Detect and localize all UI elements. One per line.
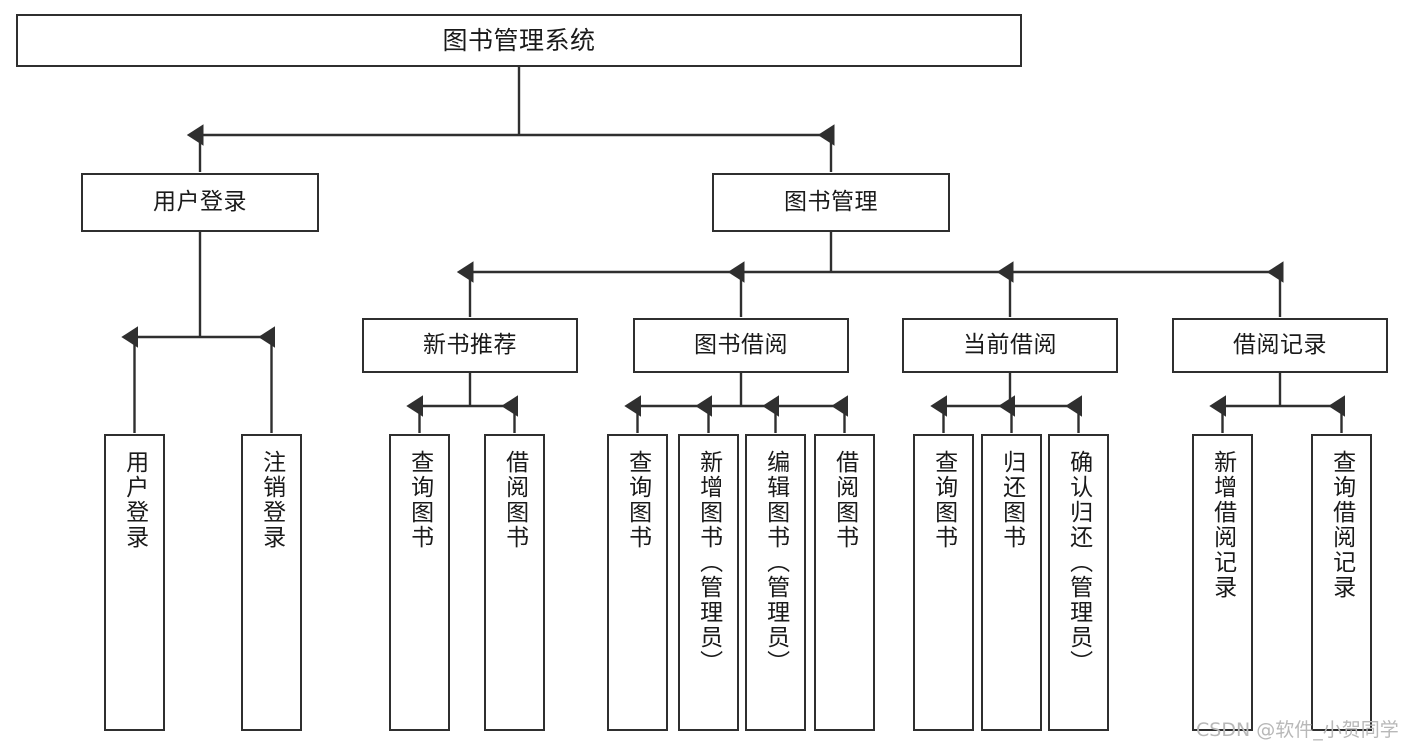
node-label: 图书管理 [784, 189, 878, 216]
leaf-return-book[interactable]: 归还图书 [981, 434, 1042, 731]
node-label: 注销登录 [258, 450, 285, 550]
leaf-add-book-admin[interactable]: 新增图书（管理员） [678, 434, 739, 731]
node-label: 归还图书 [998, 450, 1025, 550]
leaf-confirm-return-admin[interactable]: 确认归还（管理员） [1048, 434, 1109, 731]
node-label: 查询图书 [930, 450, 957, 550]
node-root-book-management-system[interactable]: 图书管理系统 [16, 14, 1022, 67]
leaf-add-borrowing-record[interactable]: 新增借阅记录 [1192, 434, 1253, 731]
leaf-user-login[interactable]: 用户登录 [104, 434, 165, 731]
node-user-login[interactable]: 用户登录 [81, 173, 319, 232]
leaf-query-book-current[interactable]: 查询图书 [913, 434, 974, 731]
leaf-borrow-book[interactable]: 借阅图书 [814, 434, 875, 731]
node-label: 查询图书 [624, 450, 651, 550]
node-label: 借阅图书 [831, 450, 858, 550]
node-label: 图书借阅 [694, 332, 788, 359]
leaf-query-book-recommendation[interactable]: 查询图书 [389, 434, 450, 731]
leaf-edit-book-admin[interactable]: 编辑图书（管理员） [745, 434, 806, 731]
leaf-query-book-borrowing[interactable]: 查询图书 [607, 434, 668, 731]
node-label: 新书推荐 [423, 332, 517, 359]
node-label: 新增图书（管理员） [695, 450, 722, 675]
node-new-book-recommendation[interactable]: 新书推荐 [362, 318, 578, 373]
node-label: 新增借阅记录 [1209, 450, 1236, 600]
node-book-borrowing[interactable]: 图书借阅 [633, 318, 849, 373]
node-label: 编辑图书（管理员） [762, 450, 789, 675]
node-label: 当前借阅 [963, 332, 1057, 359]
leaf-borrow-book-recommendation[interactable]: 借阅图书 [484, 434, 545, 731]
leaf-query-borrowing-record[interactable]: 查询借阅记录 [1311, 434, 1372, 731]
node-label: 借阅图书 [501, 450, 528, 550]
node-label: 借阅记录 [1233, 332, 1327, 359]
node-label: 用户登录 [121, 450, 148, 550]
node-borrowing-record[interactable]: 借阅记录 [1172, 318, 1388, 373]
node-book-management[interactable]: 图书管理 [712, 173, 950, 232]
node-label: 确认归还（管理员） [1065, 450, 1092, 675]
node-current-borrowing[interactable]: 当前借阅 [902, 318, 1118, 373]
node-label: 用户登录 [153, 189, 247, 216]
leaf-logout[interactable]: 注销登录 [241, 434, 302, 731]
node-label: 查询借阅记录 [1328, 450, 1355, 600]
csdn-watermark: CSDN @软件_小贺同学 [1196, 719, 1399, 741]
node-label: 查询图书 [406, 450, 433, 550]
node-label: 图书管理系统 [442, 26, 596, 55]
